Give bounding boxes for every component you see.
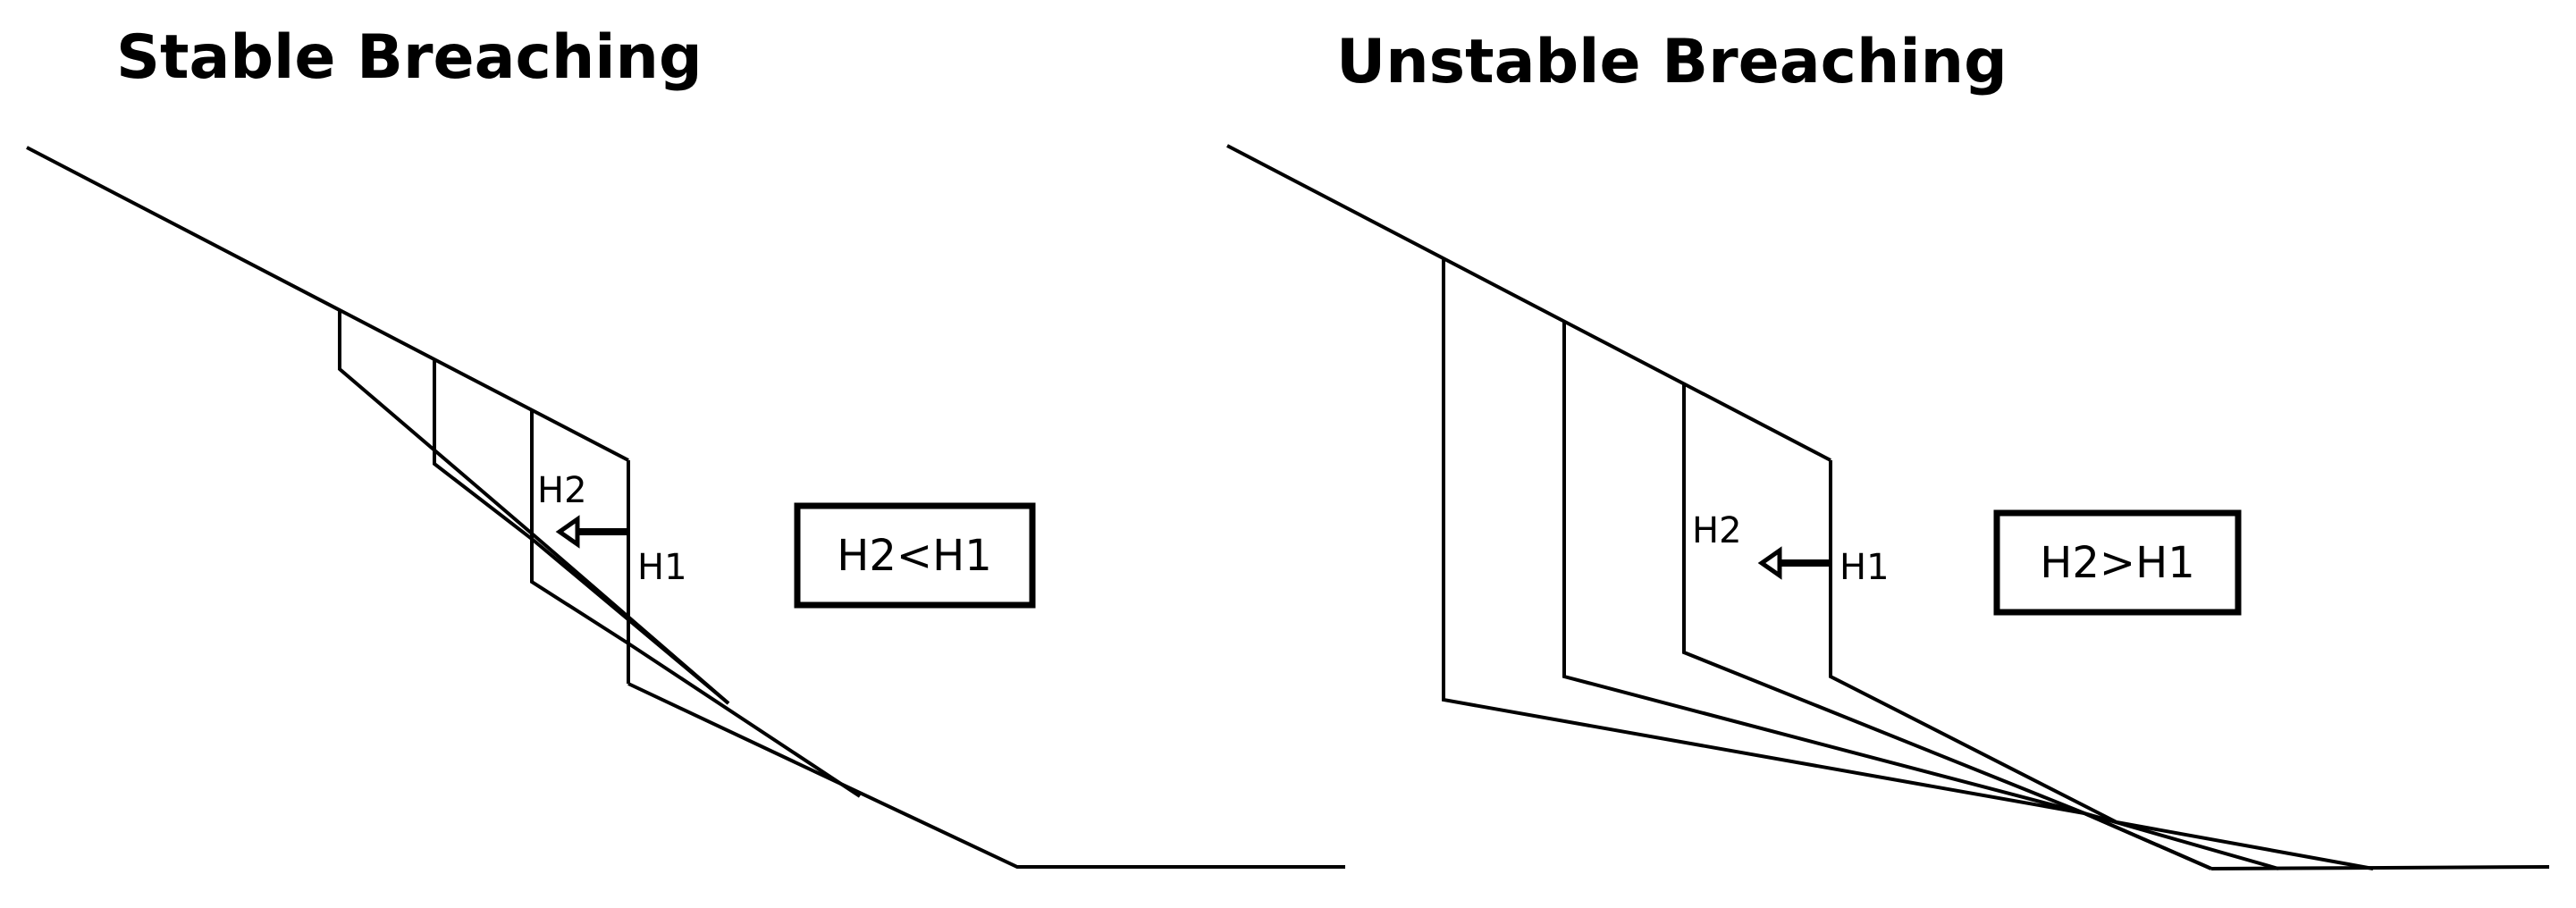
unstable-breaching-panel: Unstable Breaching H2 H1 H2>H1: [1226, 27, 2550, 870]
stable-arrow-left-icon: [555, 515, 580, 549]
unstable-breach-face-4: [1829, 460, 2374, 870]
stable-original-slope: [26, 146, 629, 462]
unstable-arrow-left-icon: [1757, 546, 1782, 580]
stable-comparison-label: H2<H1: [837, 531, 991, 581]
unstable-h2-label: H2: [1692, 510, 1742, 551]
stable-comparison-box: [794, 502, 1036, 609]
stable-h2-label: H2: [537, 470, 587, 511]
unstable-comparison-label: H2>H1: [2040, 538, 2194, 588]
unstable-original-slope: [1226, 144, 1831, 462]
stable-h1-label: H1: [637, 547, 687, 588]
unstable-breach-face-3: [1682, 384, 2212, 870]
stable-breaching-panel: Stable Breaching H2 H1 H2<H1: [26, 22, 1345, 869]
unstable-flat-bed: [2210, 865, 2550, 870]
unstable-breach-face-2: [1562, 322, 2279, 870]
stable-toe-slope: [627, 682, 1345, 869]
unstable-panel-title: Unstable Breaching: [1336, 27, 2008, 97]
stable-panel-title: Stable Breaching: [116, 22, 703, 93]
unstable-comparison-box: [1993, 509, 2242, 616]
stable-breach-face-3: [530, 411, 862, 798]
stable-breach-face-1: [338, 309, 730, 705]
unstable-h1-label: H1: [1839, 547, 1890, 588]
